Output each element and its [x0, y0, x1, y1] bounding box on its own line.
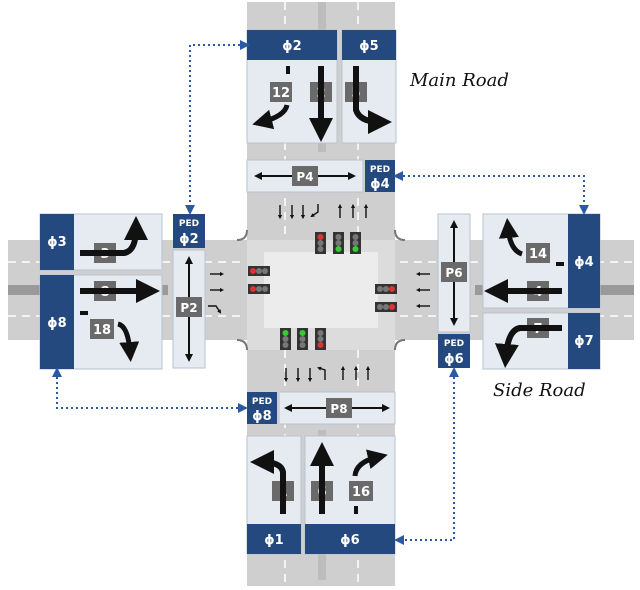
ped-phase-4-ped: PED	[370, 165, 390, 175]
link-ped4-phase4	[393, 171, 589, 215]
ped-p8-label: P8	[330, 402, 347, 416]
ped-phase-8-phase: ϕ8	[252, 409, 271, 424]
phase-4-label: ϕ4	[574, 255, 593, 270]
south-phase-panels: ϕ1 1 ϕ6 6 16	[246, 435, 396, 555]
signal-head-south	[280, 328, 326, 350]
link-phase8-ped8	[52, 367, 248, 413]
signal-head-east	[375, 284, 397, 312]
movement-1-arrow	[250, 450, 286, 514]
ped-p4-label: P4	[296, 170, 313, 184]
phase-2-header	[247, 30, 337, 60]
ped-phase-6-phase: ϕ6	[444, 352, 463, 367]
signal-head-north	[315, 232, 361, 254]
intersection-lane-arrows	[208, 203, 430, 383]
ped-p6-label: P6	[445, 266, 462, 280]
link-ped6-phase6	[394, 367, 459, 545]
east-phase-panels: ϕ4 14 4 ϕ7 7	[482, 213, 601, 370]
side-road-label: Side Road	[493, 380, 586, 401]
movement-16-label: 16	[352, 485, 370, 500]
main-road-label: Main Road	[409, 70, 509, 91]
phase-6-header	[305, 524, 395, 554]
south-ped-crossing: PED ϕ8 P8	[247, 391, 396, 425]
movement-12-label: 12	[272, 86, 290, 101]
movement-16-box	[349, 481, 373, 501]
link-phase2-ped2	[185, 40, 250, 215]
west-ped-crossing: PED ϕ2 P2	[172, 214, 206, 369]
ped-phase-6-box	[438, 334, 470, 368]
intersection-center	[264, 252, 378, 328]
ped-phase-links	[52, 40, 589, 545]
curbs	[236, 229, 406, 351]
signal-heads	[248, 232, 397, 350]
phase-3-label: ϕ3	[47, 235, 66, 250]
movement-14-arrow	[498, 218, 524, 257]
phase-7-header	[568, 313, 600, 369]
ped-phase-2-box	[173, 214, 205, 248]
phase-1-header	[247, 524, 301, 554]
ped-phase-4-box	[365, 160, 395, 192]
movement-12-box	[270, 82, 292, 102]
north-phase-panels: ϕ2 ϕ5 12 2 5	[246, 29, 397, 144]
phase-8-header	[40, 275, 74, 369]
phase-7-label: ϕ7	[574, 334, 593, 349]
west-phase-panels: ϕ3 3 ϕ8 8 18	[39, 213, 163, 370]
movement-3-arrow	[80, 216, 148, 256]
phase-2-label: ϕ2	[282, 39, 301, 54]
movement-14-stopbar	[556, 262, 564, 266]
ped-phase-8-box	[247, 392, 277, 424]
movement-14-label: 14	[529, 247, 547, 262]
north-ped-crossing: P4 PED ϕ4	[246, 159, 395, 193]
ped-phase-6-ped: PED	[444, 339, 464, 349]
phase-8-label: ϕ8	[47, 316, 66, 331]
ped-p2-box	[176, 297, 202, 317]
phase-5-header	[342, 30, 396, 60]
movement-18-stopbar	[80, 311, 88, 315]
phase-4-header	[568, 214, 600, 308]
phase-5-label: ϕ5	[359, 39, 378, 54]
movement-16-arrow	[352, 449, 388, 477]
ped-p6-box	[441, 262, 467, 282]
ped-p4-box	[292, 166, 318, 186]
phase-6-label: ϕ6	[340, 533, 359, 548]
movement-12-arrow	[252, 104, 290, 130]
signal-head-west	[248, 266, 270, 294]
movement-7-arrow	[494, 325, 562, 368]
phase-3-header	[40, 214, 74, 270]
ped-phase-4-phase: ϕ4	[370, 177, 389, 192]
ped-p2-label: P2	[180, 301, 197, 315]
ped-p8-box	[326, 398, 352, 418]
movement-5-arrow	[353, 66, 392, 134]
movement-16-stopbar	[354, 506, 358, 514]
ped-phase-2-phase: ϕ2	[179, 232, 198, 247]
movement-12-stopbar	[286, 66, 290, 74]
east-ped-crossing: P6 PED ϕ6	[437, 213, 471, 368]
movement-18-box	[90, 319, 114, 339]
phase-1-label: ϕ1	[264, 533, 283, 548]
movement-18-arrow	[117, 321, 140, 362]
movement-14-box	[526, 243, 550, 263]
ped-phase-8-ped: PED	[252, 397, 272, 407]
ped-phase-2-ped: PED	[179, 219, 199, 229]
movement-18-label: 18	[93, 323, 111, 338]
